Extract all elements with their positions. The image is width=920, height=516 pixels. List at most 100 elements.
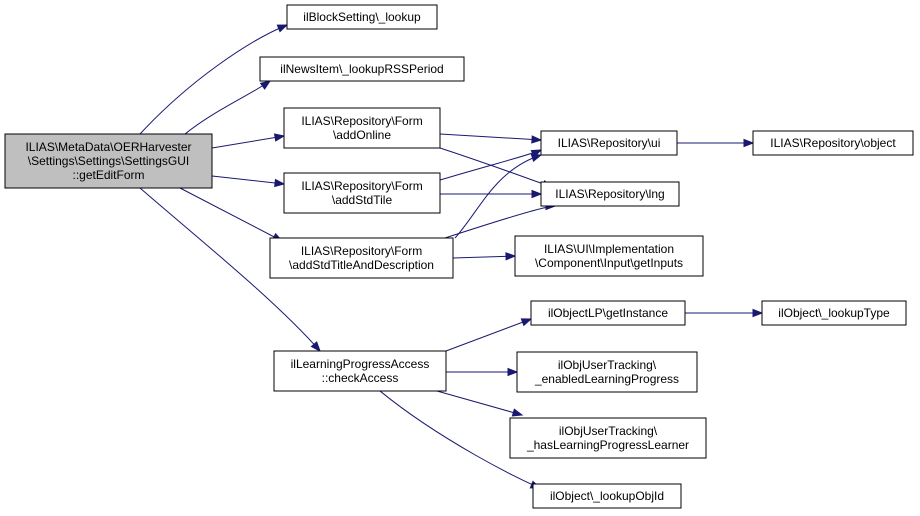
node-label-line: ilObjectLP\getInstance — [548, 306, 668, 320]
node-box — [530, 300, 686, 326]
edge-root-to-addonline — [211, 133, 286, 149]
edge-line — [139, 187, 321, 352]
node-repo_object[interactable]: ILIAS\Repository\object — [752, 130, 914, 156]
arrowhead-icon — [520, 318, 533, 327]
edge-line — [436, 390, 523, 416]
edge-line — [211, 135, 285, 149]
node-box — [283, 107, 441, 149]
node-box — [514, 235, 704, 277]
edge-root-to-lpaccess — [139, 187, 321, 353]
edge-line — [452, 255, 516, 259]
edge-repo_ui-to-repo_object — [677, 138, 755, 148]
node-box — [532, 483, 682, 509]
edge-objlp-to-lookuptype — [685, 308, 764, 318]
edge-line — [184, 80, 271, 135]
nodes-layer: ILIAS\MetaData\OERHarvester\Settings\Set… — [4, 4, 914, 509]
node-label-line: _hasLearningProgressLearner — [526, 438, 689, 452]
node-label-line: ilObject\_lookupType — [778, 306, 890, 320]
node-label-line: ::getEditForm — [72, 168, 144, 182]
arrowhead-icon — [310, 341, 321, 353]
node-label-line: ILIAS\Repository\Form — [301, 244, 422, 258]
edge-addstdtile-to-repo_lng — [440, 189, 543, 199]
arrowhead-icon — [531, 189, 543, 199]
node-label-line: ilNewsItem\_lookupRSSPeriod — [280, 62, 443, 76]
arrowhead-icon — [276, 24, 289, 33]
node-box — [752, 130, 914, 156]
node-label-line: ILIAS\Repository\Form — [301, 114, 422, 128]
node-addstdtitle[interactable]: ILIAS\Repository\Form\addStdTitleAndDesc… — [269, 237, 454, 279]
node-lookupobjid[interactable]: ilObject\_lookupObjId — [532, 483, 682, 509]
arrowhead-icon — [530, 153, 543, 162]
edge-line — [454, 154, 542, 239]
edge-line — [139, 24, 288, 135]
node-box — [761, 300, 907, 326]
edge-line — [179, 187, 283, 242]
node-label-line: ILIAS\Repository\object — [770, 136, 896, 150]
arrowhead-icon — [752, 308, 764, 318]
node-box — [286, 4, 438, 30]
node-addonline[interactable]: ILIAS\Repository\Form\addOnline — [283, 107, 441, 149]
edge-addstdtile-to-repo_ui — [439, 149, 543, 181]
edge-root-to-blocksetting — [139, 24, 289, 135]
node-label-line: ILIAS\Repository\ui — [558, 136, 661, 150]
node-label-line: \Component\Input\getInputs — [535, 256, 683, 270]
arrowhead-icon — [743, 138, 755, 148]
arrowhead-icon — [531, 135, 543, 144]
node-box — [540, 181, 680, 207]
node-repo_lng[interactable]: ILIAS\Repository\lng — [540, 181, 680, 207]
edge-lpaccess-to-objlp — [445, 318, 533, 352]
edge-lpaccess-to-haslpl — [436, 390, 524, 417]
arrowhead-icon — [505, 252, 517, 261]
node-box — [259, 56, 465, 82]
node-haslpl[interactable]: ilObjUserTracking\_hasLearningProgressLe… — [509, 417, 707, 459]
node-newsitem[interactable]: ilNewsItem\_lookupRSSPeriod — [259, 56, 465, 82]
node-objlp[interactable]: ilObjectLP\getInstance — [530, 300, 686, 326]
node-label-line: ILIAS\UI\Implementation — [544, 242, 674, 256]
edge-addstdtitle-to-repo_lng — [444, 201, 557, 239]
arrowhead-icon — [507, 367, 519, 377]
node-label-line: ::checkAccess — [322, 371, 399, 385]
arrowhead-icon — [259, 80, 272, 90]
edge-root-to-addstdtile — [211, 175, 286, 188]
edge-root-to-addstdtitle — [179, 187, 284, 242]
edge-lpaccess-to-enabledlp — [446, 367, 519, 377]
node-label-line: ILIAS\Repository\Form — [301, 179, 422, 193]
node-lpaccess[interactable]: ilLearningProgressAccess::checkAccess — [273, 350, 447, 392]
node-label-line: _enabledLearningProgress — [534, 372, 679, 386]
node-root[interactable]: ILIAS\MetaData\OERHarvester\Settings\Set… — [4, 133, 213, 189]
node-enabledlp[interactable]: ilObjUserTracking\_enabledLearningProgre… — [516, 351, 698, 393]
edge-line — [439, 133, 542, 141]
node-label-line: ILIAS\Repository\lng — [555, 187, 664, 201]
node-label-line: \Settings\Settings\SettingsGUI — [28, 154, 189, 168]
node-label-line: ILIAS\MetaData\OERHarvester — [25, 140, 191, 154]
node-repo_ui[interactable]: ILIAS\Repository\ui — [540, 130, 678, 156]
node-getinputs[interactable]: ILIAS\UI\Implementation\Component\Input\… — [514, 235, 704, 277]
edge-line — [444, 205, 556, 239]
edge-line — [439, 149, 542, 181]
node-label-line: \addStdTitleAndDescription — [289, 258, 434, 272]
arrowhead-icon — [511, 408, 524, 417]
node-box — [4, 133, 213, 189]
edge-line — [379, 390, 541, 489]
arrowhead-icon — [273, 133, 286, 142]
node-label-line: ilBlockSetting\_lookup — [303, 10, 421, 24]
edge-line — [211, 175, 285, 185]
edge-addstdtitle-to-getinputs — [452, 252, 517, 261]
node-addstdtile[interactable]: ILIAS\Repository\Form\addStdTile — [283, 172, 441, 214]
edge-addonline-to-repo_ui — [439, 133, 543, 144]
node-label-line: ilLearningProgressAccess — [291, 357, 430, 371]
arrowhead-icon — [274, 178, 286, 188]
node-label-line: \addStdTile — [332, 193, 393, 207]
node-box — [540, 130, 678, 156]
node-blocksetting[interactable]: ilBlockSetting\_lookup — [286, 4, 438, 30]
node-label-line: \addOnline — [333, 128, 391, 142]
node-label-line: ilObjUserTracking\ — [558, 358, 657, 372]
edge-line — [445, 318, 532, 352]
node-label-line: ilObjUserTracking\ — [559, 424, 658, 438]
node-label-line: ilObject\_lookupObjId — [550, 489, 664, 503]
node-box — [269, 237, 454, 279]
node-lookuptype[interactable]: ilObject\_lookupType — [761, 300, 907, 326]
node-box — [283, 172, 441, 214]
node-box — [516, 351, 698, 393]
